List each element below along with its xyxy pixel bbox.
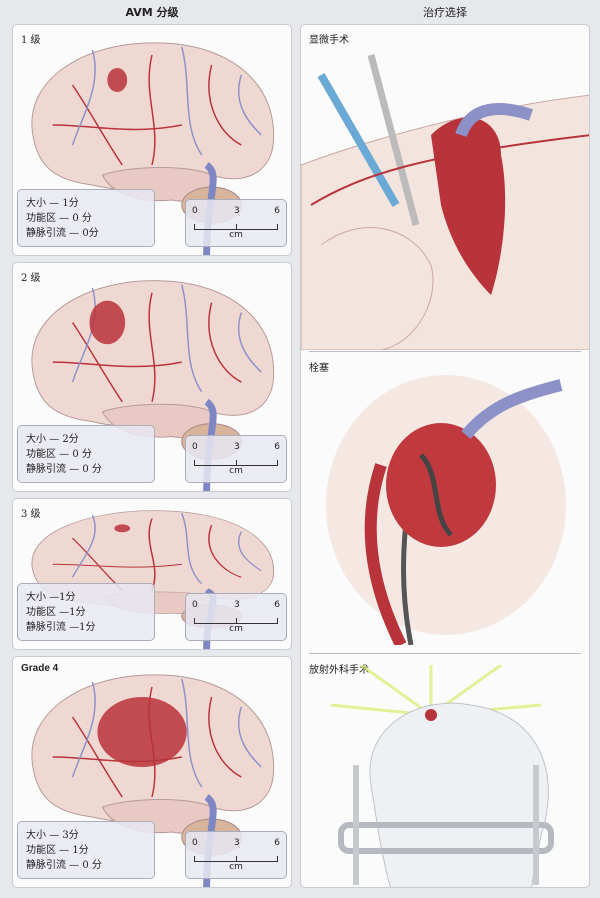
- grade-3-panel: 3 级大小 —1分功能区 —1分静脉引流 —1分 0 3 6 cm: [12, 498, 292, 650]
- grade-4-panel: Grade 4 大小 — 3分功能区 — 1分静脉引流 — 0 分 0 3 6 cm: [12, 656, 292, 888]
- divider: [309, 653, 581, 654]
- treatment-panel: 显微手术 栓塞 放射外科手术: [300, 24, 590, 888]
- scale-line: [194, 224, 278, 230]
- scale-tick-3: 3: [234, 206, 240, 216]
- avm-nidus: [89, 300, 126, 345]
- score-venous: 静脉引流 — 0 分: [26, 464, 102, 475]
- embolization-illustration: [326, 375, 566, 645]
- grade-label: 2 级: [21, 273, 41, 284]
- scale-tick-6: 6: [274, 600, 280, 610]
- scale-unit: cm: [229, 624, 243, 634]
- scale-unit: cm: [229, 230, 243, 240]
- score-eloquence: 功能区 — 0 分: [26, 449, 92, 460]
- avm-nidus: [107, 68, 128, 92]
- scale-tick-3: 3: [234, 838, 240, 848]
- scale-tick-6: 6: [274, 442, 280, 452]
- scale-tick-6: 6: [274, 838, 280, 848]
- score-eloquence: 功能区 — 0 分: [26, 213, 92, 224]
- microsurgery-label: 显微手术: [309, 35, 349, 46]
- scale-bar: 0 3 6 cm: [185, 593, 287, 641]
- embolization-label: 栓塞: [309, 363, 329, 374]
- score-size: 大小 —1分: [26, 592, 76, 603]
- avm-nidus: [97, 697, 187, 767]
- score-size: 大小 — 3分: [26, 830, 79, 841]
- score-size: 大小 — 2分: [26, 434, 79, 445]
- brain-illustration: [31, 674, 275, 887]
- treatment-options-title: 治疗选择: [423, 6, 467, 19]
- score-box: 大小 — 3分功能区 — 1分静脉引流 — 0 分: [17, 821, 155, 879]
- microsurgery-illustration: [301, 54, 589, 350]
- scale-tick-3: 3: [234, 442, 240, 452]
- grade-label: 3 级: [21, 509, 41, 520]
- scale-unit: cm: [229, 466, 243, 476]
- scale-tick-0: 0: [192, 600, 198, 610]
- score-box: 大小 — 2分功能区 — 0 分静脉引流 — 0 分: [17, 425, 155, 483]
- score-box: 大小 —1分功能区 —1分静脉引流 —1分: [17, 583, 155, 641]
- scale-bar: 0 3 6 cm: [185, 435, 287, 483]
- score-size: 大小 — 1分: [26, 198, 79, 209]
- radiosurgery-label: 放射外科手术: [309, 665, 369, 676]
- divider: [309, 351, 581, 352]
- scale-bar: 0 3 6 cm: [185, 199, 287, 247]
- scale-tick-0: 0: [192, 206, 198, 216]
- radiosurgery-illustration: [330, 665, 554, 887]
- score-venous: 静脉引流 —1分: [26, 622, 96, 633]
- scale-line: [194, 460, 278, 466]
- score-venous: 静脉引流 — 0 分: [26, 860, 102, 871]
- avm-nidus: [114, 524, 131, 533]
- grade-label: 1 级: [21, 35, 41, 46]
- scale-tick-3: 3: [234, 600, 240, 610]
- scale-unit: cm: [229, 862, 243, 872]
- score-box: 大小 — 1分功能区 — 0 分静脉引流 — 0分: [17, 189, 155, 247]
- scale-tick-0: 0: [192, 838, 198, 848]
- scale-line: [194, 856, 278, 862]
- scale-tick-6: 6: [274, 206, 280, 216]
- score-eloquence: 功能区 — 1分: [26, 845, 89, 856]
- score-venous: 静脉引流 — 0分: [26, 228, 99, 239]
- scale-line: [194, 618, 278, 624]
- scale-tick-0: 0: [192, 442, 198, 452]
- score-eloquence: 功能区 —1分: [26, 607, 86, 618]
- grade-2-panel: 2 级大小 — 2分功能区 — 0 分静脉引流 — 0 分 0 3 6 cm: [12, 262, 292, 492]
- scale-bar: 0 3 6 cm: [185, 831, 287, 879]
- avm-grading-title: AVM 分级: [125, 6, 179, 19]
- grade-label: Grade 4: [21, 663, 59, 674]
- grade-1-panel: 1 级大小 — 1分功能区 — 0 分静脉引流 — 0分 0 3 6 cm: [12, 24, 292, 256]
